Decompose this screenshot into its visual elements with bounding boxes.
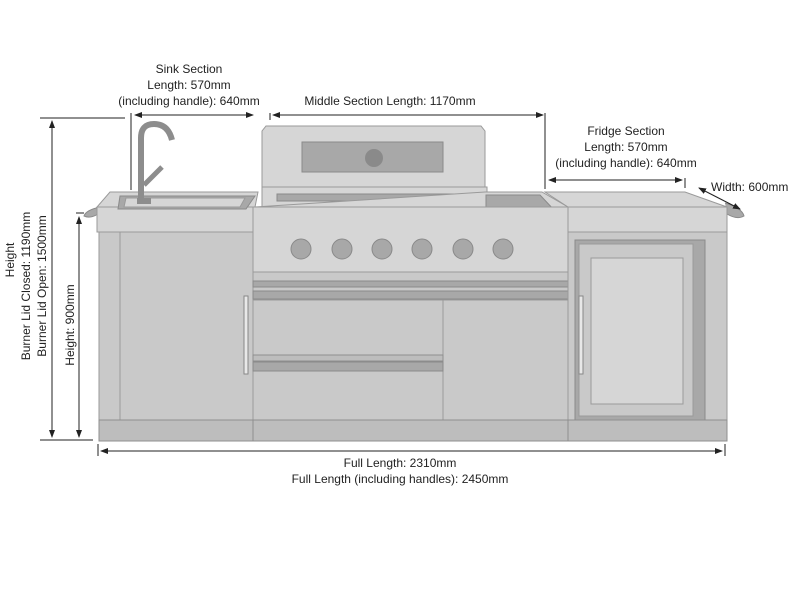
knob[interactable] (331, 238, 353, 260)
width-label: Width: 600mm (711, 180, 788, 194)
faucet (138, 120, 175, 200)
knob[interactable] (371, 238, 393, 260)
full-length-handles-label: Full Length (including handles): 2450mm (292, 472, 509, 486)
kitchen-illustration (83, 120, 745, 442)
sink-cabinet-door (119, 231, 254, 421)
height-lid-open: Burner Lid Open: 1500mm (35, 215, 49, 356)
right-side-handle (724, 202, 745, 219)
temperature-gauge (365, 149, 383, 167)
counter-height-label: Height: 900mm (63, 284, 77, 365)
sink-section-length-handle: (including handle): 640mm (118, 94, 259, 108)
knob[interactable] (452, 238, 474, 260)
fridge-section-title: Fridge Section (587, 124, 664, 138)
knob[interactable] (492, 238, 514, 260)
knob[interactable] (290, 238, 312, 260)
height-title: Height (3, 242, 17, 277)
fridge-section-length: Length: 570mm (584, 140, 667, 154)
fridge-section (543, 191, 728, 442)
sink-section-title: Sink Section (156, 62, 223, 76)
sink-section (95, 120, 259, 442)
grill-section (252, 125, 570, 442)
fridge-section-length-handle: (including handle): 640mm (555, 156, 696, 170)
control-panel (252, 206, 569, 273)
left-side-handle (83, 206, 101, 218)
sink-door-handle (243, 295, 249, 375)
grill-right-door (442, 299, 569, 421)
middle-section-length: Middle Section Length: 1170mm (304, 94, 475, 108)
width-arrow (698, 187, 741, 210)
sink-section-length: Length: 570mm (147, 78, 230, 92)
dimension-lines (40, 112, 741, 456)
fridge-handle (578, 295, 584, 375)
dimension-labels: Sink Section Length: 570mm (including ha… (3, 62, 788, 486)
height-lid-closed: Burner Lid Closed: 1190mm (19, 212, 33, 361)
fridge-glass (590, 257, 684, 405)
knob[interactable] (411, 238, 433, 260)
control-knobs (290, 238, 514, 260)
full-length-label: Full Length: 2310mm (344, 456, 457, 470)
